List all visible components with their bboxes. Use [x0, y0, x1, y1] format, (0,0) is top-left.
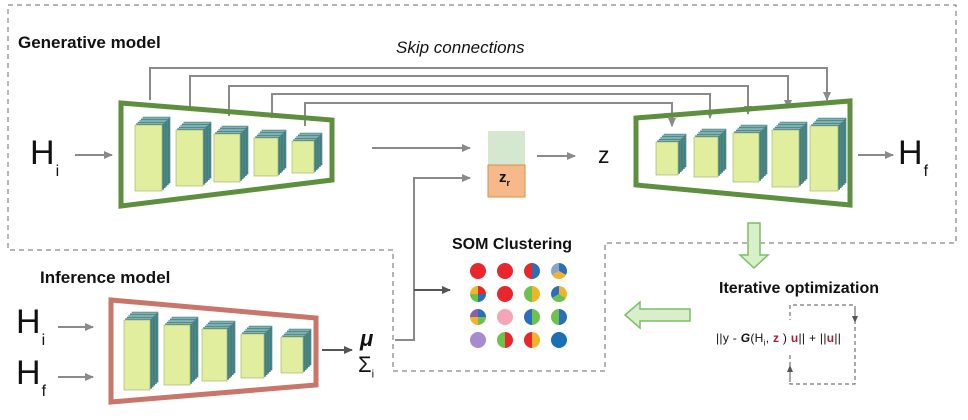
skip-connection-3	[228, 85, 752, 116]
som-node	[551, 309, 567, 325]
decoder-layer-1	[655, 133, 687, 176]
inference-layer-1	[123, 311, 159, 391]
som-node	[497, 286, 513, 302]
som-node	[524, 332, 540, 348]
som-node	[524, 286, 540, 302]
som-node	[497, 309, 513, 325]
inference-layer-5	[280, 328, 312, 374]
inference-layers	[123, 311, 312, 391]
encoder-layers	[134, 116, 323, 192]
som-node	[497, 263, 513, 279]
arrow-stats-to-zr	[395, 174, 471, 341]
arrow-iterative-to-som	[623, 300, 691, 330]
encoder-layer-1	[134, 116, 171, 192]
inference-layer-3	[201, 320, 236, 382]
som-grid	[470, 263, 567, 348]
som-node	[524, 309, 540, 325]
latent-z-box-top	[488, 131, 525, 165]
decoder-trapezoid	[633, 98, 853, 208]
input-hi-inference: Hi	[16, 303, 46, 349]
input-hf-inference: Hf	[16, 354, 47, 400]
inference-layer-4	[240, 325, 273, 379]
flow-arrows	[58, 144, 894, 381]
arrow-decoder-to-iterative	[738, 222, 770, 270]
som-node	[470, 332, 486, 348]
input-hi-generative: Hi	[30, 134, 60, 180]
inference-trapezoid	[108, 297, 319, 405]
inference-layer-2	[163, 316, 199, 386]
latent-zr-box	[487, 164, 526, 198]
generative-model-boundary	[7, 4, 957, 372]
som-node	[551, 286, 567, 303]
inference-model-title: Inference model	[40, 268, 171, 287]
skip-connection-1	[149, 67, 831, 101]
som-node	[551, 332, 567, 348]
encoder-layer-3	[213, 125, 249, 183]
latent-zr-label: zr	[499, 169, 511, 188]
iterative-optimization-title: Iterative optimization	[719, 280, 880, 297]
skip-connection-4	[271, 93, 714, 119]
output-hf-generative: Hf	[898, 134, 929, 180]
objective-formula: ||y - G(Hi, z ) u|| + ||u||	[716, 331, 842, 348]
generative-model-title: Generative model	[18, 33, 161, 52]
som-clustering-title: SOM Clustering	[452, 236, 573, 253]
decoder-layers	[655, 117, 847, 192]
decoder-layer-5	[809, 117, 847, 192]
som-node	[497, 332, 513, 348]
decoder-layer-2	[693, 128, 727, 178]
skip-connection-2	[189, 75, 792, 110]
encoder-layer-5	[291, 132, 323, 174]
decoder-layer-4	[771, 121, 808, 188]
stat-mu: μ	[360, 326, 374, 351]
latent-z-label: z	[598, 142, 610, 168]
encoder-layer-2	[175, 121, 212, 187]
skip-connections	[149, 67, 831, 127]
som-node	[551, 263, 567, 280]
decoder-layer-3	[732, 124, 768, 183]
skip-connection-5	[304, 102, 676, 127]
stat-sigma: Σi	[358, 352, 375, 381]
encoder-trapezoid	[118, 100, 335, 209]
som-node	[470, 286, 486, 302]
encoder-layer-4	[253, 129, 287, 177]
som-node	[470, 309, 486, 325]
som-node	[470, 263, 486, 279]
som-node	[524, 263, 540, 279]
skip-connections-label: Skip connections	[396, 38, 525, 57]
